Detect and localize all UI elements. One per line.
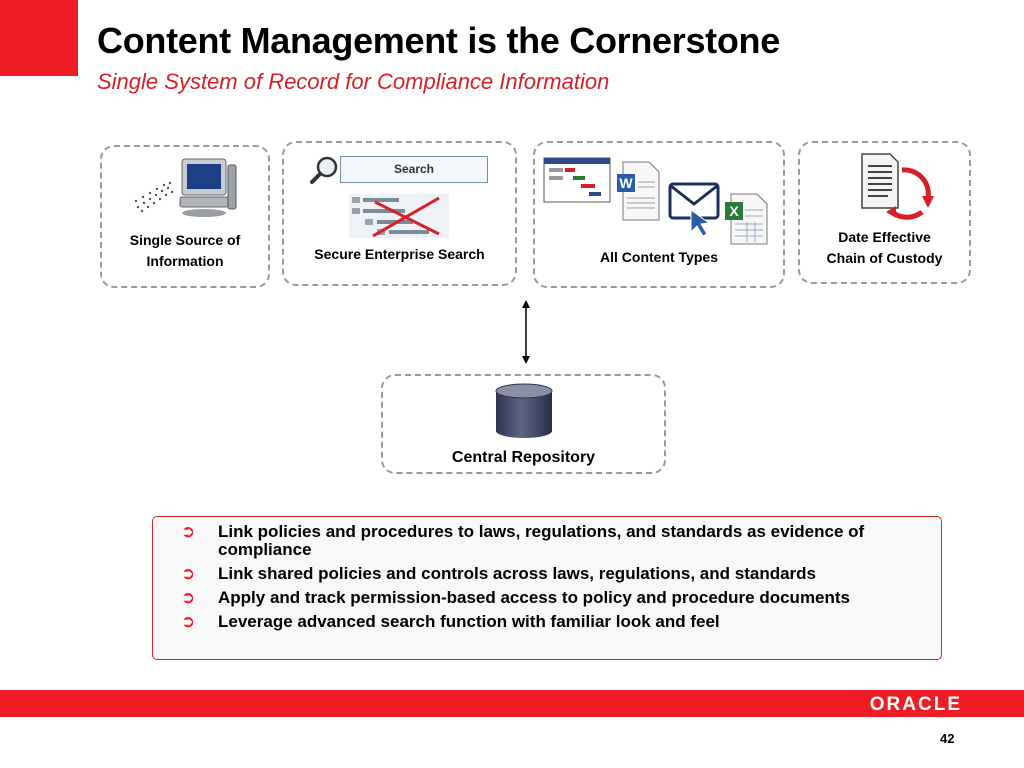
central-repository-label: Central Repository: [451, 449, 596, 466]
tree-list-icon: [349, 194, 449, 238]
single-source-label-line1: Single Source of: [129, 232, 241, 248]
computer-icon: [134, 158, 237, 217]
arrow-bullet-icon: ➲: [181, 612, 196, 631]
svg-text:X: X: [729, 203, 739, 219]
documents-icon: W X: [543, 157, 768, 245]
bidirectional-arrow: [522, 300, 530, 364]
chain-label-line1: Date Effective: [838, 229, 931, 245]
list-item: ➲Link shared policies and controls acros…: [181, 564, 817, 583]
arrow-bullet-icon: ➲: [181, 588, 196, 607]
benefits-list: ➲Link policies and procedures to laws, r…: [152, 516, 942, 660]
list-item: ➲Leverage advanced search function with …: [181, 612, 720, 631]
search-card-label: Secure Enterprise Search: [314, 246, 485, 262]
svg-text:W: W: [619, 175, 633, 191]
single-source-label-line2: Information: [146, 253, 224, 269]
corner-accent: [0, 0, 78, 76]
footer-bar: ORACLE: [0, 690, 1024, 717]
arrow-bullet-icon: ➲: [181, 564, 196, 583]
oracle-logo: ORACLE: [869, 694, 962, 715]
magnifier-icon: [310, 156, 338, 184]
arrow-bullet-icon: ➲: [181, 522, 196, 541]
page-title: Content Management is the Cornerstone: [97, 20, 780, 61]
document-cycle-icon: [861, 153, 934, 220]
list-item: ➲Link policies and procedures to laws, r…: [181, 522, 865, 559]
content-types-label: All Content Types: [600, 249, 718, 265]
chain-label-line2: Chain of Custody: [826, 250, 943, 266]
database-icon: [495, 383, 553, 438]
page-number: 42: [940, 731, 955, 746]
search-box[interactable]: Search: [340, 156, 488, 183]
single-source-card: Single Source of Information: [100, 145, 270, 288]
page-subtitle: Single System of Record for Compliance I…: [97, 69, 610, 94]
list-item: ➲Apply and track permission-based access…: [181, 588, 851, 607]
